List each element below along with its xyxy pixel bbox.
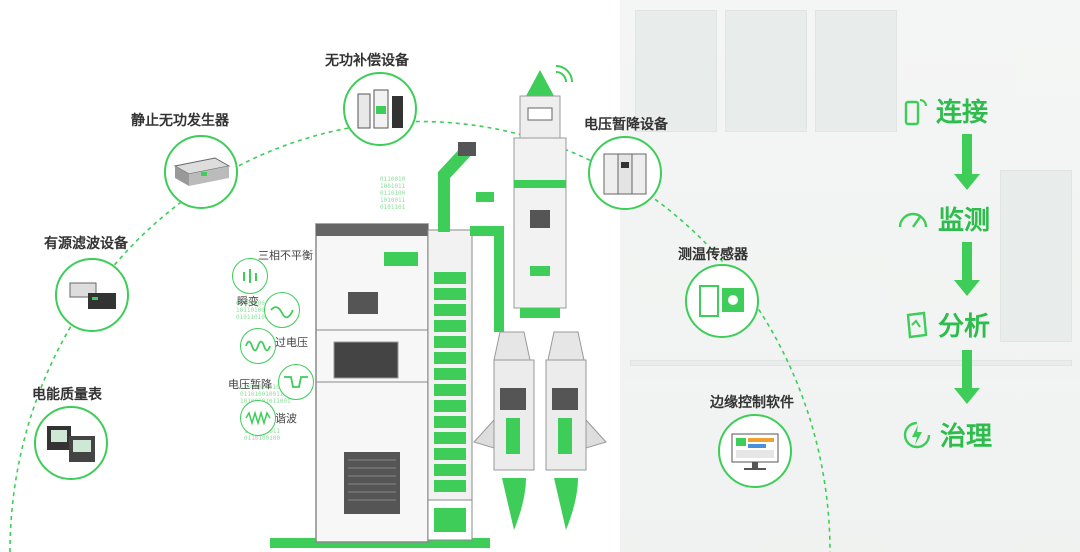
node-label-filter: 有源滤波设备 bbox=[44, 236, 128, 252]
node-label-temp-sensor: 测温传感器 bbox=[678, 247, 748, 263]
overvoltage-wave-icon bbox=[240, 328, 276, 364]
step-analyze: 分析 bbox=[902, 306, 990, 343]
issue-label-transient: 瞬变 bbox=[237, 295, 259, 308]
capacitor-node[interactable] bbox=[343, 72, 417, 146]
step-label-connect: 连接 bbox=[936, 98, 989, 128]
step-monitor: 监测 bbox=[896, 200, 990, 237]
gauge-icon bbox=[898, 212, 928, 228]
monitor-icon bbox=[731, 433, 779, 470]
software-node[interactable] bbox=[718, 414, 792, 488]
step-govern: 治理 bbox=[902, 416, 992, 453]
plug-icon bbox=[904, 98, 927, 125]
power-meter-icon bbox=[47, 426, 95, 462]
transient-wave-icon bbox=[264, 292, 300, 328]
bg-shelf bbox=[1000, 170, 1072, 342]
node-label-software: 边缘控制软件 bbox=[710, 395, 794, 411]
sag-wave-icon bbox=[278, 364, 314, 400]
capacitor-icon bbox=[357, 89, 403, 129]
down-arrow-icon bbox=[954, 242, 980, 296]
node-label-sag-device: 电压暂降设备 bbox=[584, 117, 668, 133]
meter-node[interactable] bbox=[34, 406, 108, 480]
svg-generator-node[interactable] bbox=[164, 135, 238, 209]
bg-server-rack bbox=[815, 10, 897, 132]
filter-node[interactable] bbox=[55, 258, 129, 332]
issue-label-unbalance: 三相不平衡 bbox=[258, 249, 313, 262]
analysis-icon bbox=[906, 311, 928, 338]
step-connect: 连接 bbox=[902, 92, 988, 129]
down-arrow-icon bbox=[954, 134, 980, 190]
step-label-govern: 治理 bbox=[940, 422, 993, 452]
node-label-svg: 静止无功发生器 bbox=[131, 113, 229, 129]
svg-generator-icon bbox=[173, 157, 231, 186]
bar-chart-icon bbox=[232, 258, 268, 294]
issue-label-overvoltage: 过电压 bbox=[275, 336, 308, 349]
bg-server-rack bbox=[725, 10, 807, 132]
temp-sensor-node[interactable] bbox=[685, 264, 759, 338]
issue-label-harmonic: 谐波 bbox=[275, 412, 297, 425]
filter-device-icon bbox=[69, 282, 116, 309]
harmonic-wave-icon bbox=[240, 400, 276, 436]
node-label-meter: 电能质量表 bbox=[32, 387, 102, 403]
lightning-refresh-icon bbox=[903, 421, 931, 448]
sag-device-node[interactable] bbox=[588, 136, 662, 210]
bg-desk bbox=[630, 360, 1072, 366]
issue-label-sag: 电压暂降 bbox=[228, 378, 272, 391]
down-arrow-icon bbox=[954, 350, 980, 404]
central-illustration bbox=[270, 65, 607, 548]
temp-sensor-icon bbox=[699, 285, 744, 317]
cabinet-icon bbox=[603, 153, 647, 195]
node-label-capacitor: 无功补偿设备 bbox=[325, 53, 409, 69]
step-label-monitor: 监测 bbox=[938, 206, 991, 236]
bg-server-rack bbox=[635, 10, 717, 132]
step-label-analyze: 分析 bbox=[938, 312, 991, 342]
